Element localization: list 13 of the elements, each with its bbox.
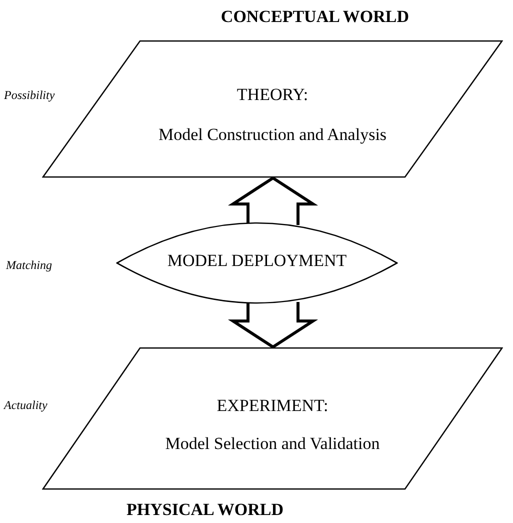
heading: PHYSICAL WORLD [126,499,284,521]
side-label: Possibility [4,87,56,104]
side-label: Matching [6,257,53,274]
block-arrow [228,176,318,226]
lens-shape [116,222,398,304]
node-text: Model Construction and Analysis [158,124,387,146]
node-text: Model Selection and Validation [165,433,380,454]
block-arrow [228,300,318,349]
node-text: THEORY: [236,84,308,106]
side-label: Actuality [4,397,48,414]
node-text: EXPERIMENT: [216,395,328,416]
heading: CONCEPTUAL WORLD [220,6,410,28]
node-text: MODEL DEPLOYMENT [167,250,347,272]
